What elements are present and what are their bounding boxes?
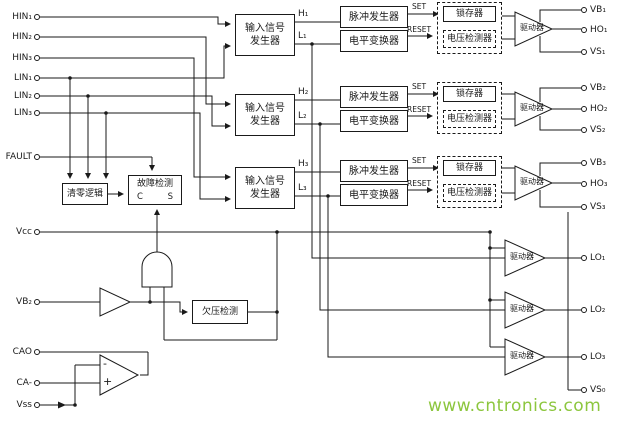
signal-l2: L₂: [298, 111, 307, 121]
pin-lin2: LIN₂: [13, 91, 32, 101]
driver-high-3: [514, 165, 554, 201]
fault-cs-row: C S: [137, 193, 173, 202]
arrow-wires: [40, 11, 439, 315]
voltage-detector-2: 电压检测器: [443, 110, 496, 128]
driver-high-2: [514, 91, 554, 127]
signal-l3: L₃: [298, 183, 307, 193]
driver-low-2: [504, 291, 547, 329]
pulse-generator-2: 脉冲发生器: [340, 86, 408, 108]
fault-s-label: S: [167, 192, 173, 202]
voltage-detector-1: 电压检测器: [443, 30, 496, 48]
driver-low-1: [504, 239, 547, 277]
input-signal-generator-1: 输入信号发生器: [235, 14, 295, 56]
junction-dots: [68, 42, 492, 407]
reset-label-3: RESET: [407, 179, 432, 188]
pulse-generator-3: 脉冲发生器: [340, 160, 408, 182]
driver-high-3-label: 驱动器: [520, 177, 544, 186]
set-label-1: SET: [412, 2, 427, 11]
pulse-generator-1: 脉冲发生器: [340, 6, 408, 28]
input-signal-generator-3: 输入信号发生器: [235, 167, 295, 209]
pin-lo1: LO₁: [590, 253, 606, 263]
pin-lo3: LO₃: [590, 352, 606, 362]
pin-vcc: Vcc: [15, 227, 32, 237]
pin-vb1: VB₁: [590, 5, 606, 15]
comparator-plus: +: [103, 375, 113, 388]
pin-fault: FAULT: [5, 152, 32, 162]
latch-2: 锁存器: [443, 86, 496, 102]
latch-1: 锁存器: [443, 6, 496, 22]
driver-low-1-label: 驱动器: [510, 252, 534, 261]
pin-lin3: LIN₃: [13, 108, 32, 118]
watermark: www.cntronics.com: [428, 396, 602, 416]
driver-high-2-label: 驱动器: [520, 103, 544, 112]
fault-detect-label: 故障检测: [137, 179, 174, 189]
signal-h1: H₁: [298, 9, 309, 19]
fault-c-label: C: [137, 192, 143, 202]
pin-lo2: LO₂: [590, 305, 606, 315]
pin-ho1: HO₁: [590, 25, 608, 35]
comparator-minus: -: [103, 357, 107, 370]
driver-low-2-label: 驱动器: [510, 304, 534, 313]
current-amp: [99, 354, 140, 396]
undervoltage-detect-block: 欠压检测: [192, 300, 248, 324]
pin-vb2-left: VB₂: [16, 297, 32, 307]
signal-h2: H₂: [298, 87, 309, 97]
vss-arrow: [58, 401, 66, 409]
wires: [40, 9, 581, 406]
vb2-buffer: [99, 287, 132, 317]
pin-vs0: VS₀: [590, 385, 606, 395]
pin-hin2: HIN₂: [12, 32, 32, 42]
reset-label-1: RESET: [407, 25, 432, 34]
pin-vb3: VB₃: [590, 158, 606, 168]
pin-cao: CAO: [12, 347, 32, 357]
pin-vb2-right: VB₂: [590, 83, 606, 93]
pin-vs1: VS₁: [590, 47, 606, 57]
pin-hin3: HIN₃: [12, 53, 32, 63]
reset-label-2: RESET: [407, 105, 432, 114]
pin-ho2: HO₂: [590, 104, 608, 114]
driver-low-3-label: 驱动器: [510, 351, 534, 360]
level-shifter-1: 电平变换器: [340, 30, 408, 52]
driver-high-1-label: 驱动器: [520, 23, 544, 32]
voltage-detector-3: 电压检测器: [443, 184, 496, 202]
fault-detect-block: 故障检测 C S: [128, 175, 182, 205]
set-label-2: SET: [412, 82, 427, 91]
latch-3: 锁存器: [443, 160, 496, 176]
level-shifter-2: 电平变换器: [340, 110, 408, 132]
pin-vs3: VS₃: [590, 202, 606, 212]
pin-vss: Vss: [16, 400, 32, 410]
input-signal-generator-2: 输入信号发生器: [235, 94, 295, 136]
level-shifter-3: 电平变换器: [340, 184, 408, 206]
pin-vs2: VS₂: [590, 125, 606, 135]
pin-ca-minus: CA-: [16, 378, 33, 388]
clear-logic-block: 清零逻辑: [62, 183, 108, 205]
pin-ho3: HO₃: [590, 179, 608, 189]
pin-terminals: [34, 7, 587, 408]
pin-lin1: LIN₁: [13, 73, 32, 83]
driver-high-1: [514, 11, 554, 47]
and-gate: [141, 251, 173, 288]
set-label-3: SET: [412, 156, 427, 165]
signal-h3: H₃: [298, 159, 309, 169]
signal-l1: L₁: [298, 31, 307, 41]
driver-low-3: [504, 338, 547, 376]
pin-hin1: HIN₁: [12, 12, 32, 22]
